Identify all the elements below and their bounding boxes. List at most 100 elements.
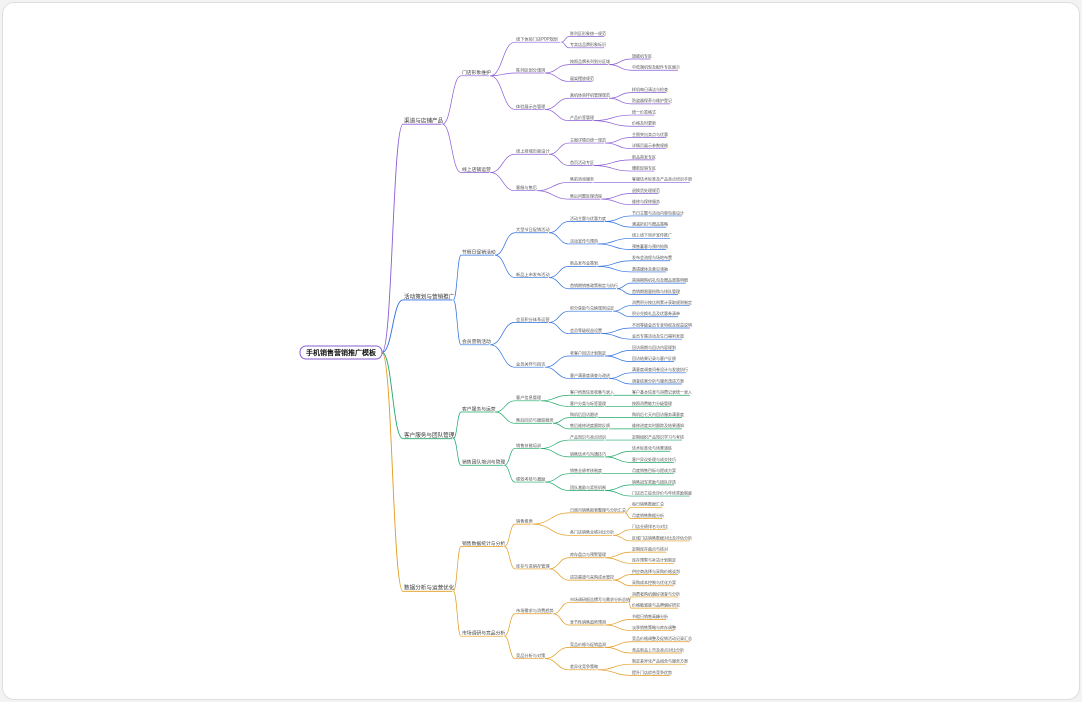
topic-node[interactable]: 不同等级会员专享特权及权益说明	[632, 321, 692, 327]
topic-node[interactable]: 客户档案信息收集与录入	[570, 389, 614, 395]
topic-node[interactable]: 竞品新品上市及卖点对比分析	[632, 646, 684, 652]
topic-node[interactable]: 会员积分体系运营	[516, 316, 550, 323]
topic-node[interactable]: 客户信息管理	[516, 394, 542, 401]
topic-node[interactable]: 调查结果分析与服务改进方案	[632, 377, 684, 383]
topic-node[interactable]: 供应商选择与采购价格谈判	[632, 568, 680, 574]
topic-node[interactable]: 按照消费能力分级管理	[632, 400, 672, 406]
topic-node[interactable]: 爆款促销专区	[632, 164, 656, 170]
topic-node[interactable]: 定期组织产品知识学习与考核	[632, 433, 684, 439]
topic-node[interactable]: 大型节日促销活动	[516, 226, 550, 233]
topic-node[interactable]: 线下体验门店POP规划	[516, 36, 558, 43]
topic-node[interactable]: 回访结果记录与客户反馈	[632, 355, 676, 361]
topic-node[interactable]: 门店员工综合评价与年终奖励制度	[632, 489, 692, 495]
topic-node[interactable]: 销售团队培训与管理	[462, 459, 505, 466]
topic-node[interactable]: 客户服务与运营	[462, 405, 496, 412]
topic-node[interactable]: 新品上市发布活动	[516, 271, 550, 278]
topic-node[interactable]: 满减折扣与赠品策略	[632, 221, 668, 227]
topic-node[interactable]: 销售业绩考核制度	[570, 467, 602, 473]
topic-node[interactable]: 退换货处理规范	[632, 187, 660, 193]
topic-node[interactable]: 话术标准化与场景演练	[632, 445, 672, 451]
topic-node[interactable]: 售后维修进度跟踪反馈	[570, 422, 610, 428]
topic-node[interactable]: 统一价签格式	[632, 108, 656, 114]
topic-node[interactable]: 市场需求与消费趋势	[516, 607, 555, 614]
topic-node[interactable]: 首销期限量抢购与排队管理	[632, 288, 680, 294]
topic-node[interactable]: 线上店铺运营	[462, 166, 491, 173]
topic-node[interactable]: 差异化竞争策略	[570, 663, 598, 669]
branch-node[interactable]: 客户服务与团队管理	[404, 431, 455, 439]
topic-node[interactable]: 竞品价格与促销监测	[570, 641, 606, 647]
topic-node[interactable]: 新品首发专区	[632, 153, 656, 159]
topic-node[interactable]: 详情页展示参数规格	[632, 142, 668, 148]
topic-node[interactable]: 库存与进销存管理	[516, 562, 550, 569]
topic-node[interactable]: 客服与售后	[516, 184, 537, 191]
topic-node[interactable]: 销售话术与沟通技巧	[570, 450, 606, 456]
topic-node[interactable]: 节日主题与活动内容包装设计	[632, 209, 684, 215]
topic-node[interactable]: 竞品价格调整及促销活动记录汇总	[632, 635, 692, 641]
topic-node[interactable]: 线上商城页面设计	[516, 148, 550, 155]
topic-node[interactable]: 提升门店综合竞争优势	[632, 669, 672, 675]
topic-node[interactable]: 节假日销售高峰分析	[632, 613, 668, 619]
topic-node[interactable]: 销售报表	[516, 518, 534, 525]
topic-node[interactable]: 发布会流程与场地布置	[632, 254, 672, 260]
topic-node[interactable]: 价格及时更新	[632, 120, 656, 126]
topic-node[interactable]: 绩效考核与激励	[516, 475, 545, 482]
topic-node[interactable]: 团队激励与奖惩机制	[570, 484, 606, 490]
topic-node[interactable]: 陈列区形象统一规范	[570, 30, 606, 36]
topic-node[interactable]: 样机每日清洁与检查	[632, 86, 668, 92]
topic-node[interactable]: 销售技能培训	[516, 442, 541, 449]
topic-node[interactable]: 价格敏感度与品牌偏好研究	[632, 602, 680, 608]
branch-node[interactable]: 活动策划与营销推广	[404, 292, 455, 300]
topic-node[interactable]: 采购成本控制与优化方案	[632, 579, 676, 585]
topic-node[interactable]: 购机后回访跟进	[570, 411, 598, 417]
topic-node[interactable]: 活动主题与优惠力度	[570, 215, 606, 221]
topic-node[interactable]: 会员专属活动及生日福利发放	[632, 333, 684, 339]
topic-node[interactable]: 满意度调查问卷设计与发放执行	[632, 366, 688, 372]
topic-node[interactable]: 竞品分析与对策	[516, 652, 546, 659]
topic-node[interactable]: 节假日促销活动	[462, 249, 496, 256]
topic-node[interactable]: 旗舰机专区	[632, 52, 652, 58]
topic-node[interactable]: 库存盘点与预警管理	[570, 551, 606, 557]
topic-node[interactable]: 体验展示台管理	[516, 103, 546, 110]
topic-node[interactable]: 中低端机型及配件专区展示	[632, 64, 680, 70]
topic-node[interactable]: 客户满意度调查与改进	[570, 372, 610, 378]
topic-node[interactable]: 淡季销售策略与库存调整	[632, 624, 676, 630]
topic-node[interactable]: 会员营销活动	[462, 338, 491, 345]
topic-node[interactable]: 产品价签管理	[570, 114, 594, 120]
topic-node[interactable]: 维修进度实时跟踪及结果通知	[632, 422, 684, 428]
topic-node[interactable]: 门店业绩排名与对比	[632, 523, 668, 529]
branch-node[interactable]: 渠道与店铺产品	[404, 117, 444, 125]
topic-node[interactable]: 每日销售数据汇总	[632, 501, 664, 507]
topic-node[interactable]: 市场调研报告撰写与需求分析总结	[570, 596, 630, 602]
topic-node[interactable]: 消费者购机偏好调查与分析	[632, 590, 680, 596]
topic-node[interactable]: 积分获取与兑换规则设定	[570, 305, 614, 311]
topic-node[interactable]: 定期库存盘点与核对	[632, 546, 668, 552]
topic-node[interactable]: 老客户回访计划制定	[570, 349, 606, 355]
topic-node[interactable]: 日周月销售报表整理与分析汇总	[570, 506, 626, 512]
topic-node[interactable]: 首销期销售政策制定与执行	[570, 282, 618, 288]
topic-node[interactable]: 邀请媒体及意见领袖	[632, 265, 668, 271]
topic-node[interactable]: 回访周期与回访内容规划	[632, 344, 676, 350]
topic-node[interactable]: 展架摆放规范	[570, 75, 594, 81]
topic-node[interactable]: 首销期购机礼包及赠品政策明细	[632, 277, 688, 283]
topic-node[interactable]: 门店形象维护	[462, 69, 491, 76]
topic-node[interactable]: 销售冠军奖励与团队评选	[632, 478, 676, 484]
topic-node[interactable]: 活动宣传与预热	[570, 237, 598, 243]
topic-node[interactable]: 按照品牌系列划分区域	[570, 58, 610, 64]
topic-node[interactable]: 购机后七天内回访服务满意度	[632, 411, 684, 417]
topic-node[interactable]: 销售数据统计与分析	[462, 540, 505, 547]
topic-node[interactable]: 会员关怀与回访	[516, 361, 545, 368]
topic-node[interactable]: 主图突出卖点与优惠	[632, 131, 668, 137]
topic-node[interactable]: 维修与保修服务	[632, 198, 660, 204]
topic-node[interactable]: 库存预警与补货计划制定	[632, 557, 676, 563]
topic-node[interactable]: 客户基本信息与消费记录统一录入	[632, 389, 692, 395]
topic-node[interactable]: 售后问题处理流程	[570, 193, 602, 199]
topic-node[interactable]: 客服话术标准及产品卖点培训手册	[632, 176, 692, 182]
topic-node[interactable]: 专卖店品牌形象标识	[570, 41, 606, 47]
topic-node[interactable]: 售后回访与跟踪服务	[516, 417, 555, 424]
topic-node[interactable]: 制定差异化产品组合与服务方案	[632, 658, 688, 664]
topic-node[interactable]: 售前咨询服务	[570, 176, 594, 182]
topic-node[interactable]: 市场调研与竞品分析	[462, 630, 505, 637]
topic-node[interactable]: 月度销售数据分析	[632, 512, 664, 518]
topic-node[interactable]: 区域门店销售数据对比及评估分析	[632, 534, 692, 540]
